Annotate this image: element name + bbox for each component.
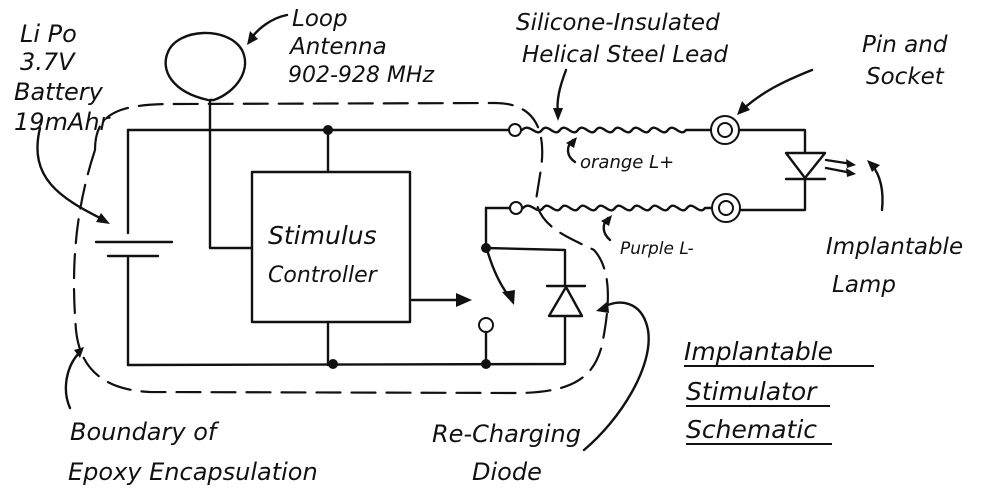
svg-text:Li Po: Li Po — [20, 20, 77, 48]
svg-text:Boundary of: Boundary of — [70, 418, 220, 446]
recharging-diode — [545, 284, 587, 318]
svg-text:Lamp: Lamp — [832, 272, 896, 298]
pointer-arrow-battery — [36, 126, 106, 222]
svg-text:Schematic: Schematic — [686, 415, 817, 444]
svg-text:Loop: Loop — [292, 6, 348, 32]
pin-socket-label: Pin and Socket — [862, 32, 948, 90]
svg-text:Implantable: Implantable — [826, 234, 963, 260]
lead-terminal — [508, 123, 522, 137]
svg-text:Diode: Diode — [472, 458, 542, 486]
svg-text:3.7V: 3.7V — [20, 48, 76, 76]
svg-text:Battery: Battery — [14, 78, 104, 106]
schematic-title: Implantable Stimulator Schematic — [684, 337, 874, 445]
svg-text:Controller: Controller — [268, 263, 379, 288]
switch-contact — [478, 317, 494, 333]
battery-symbol — [94, 240, 174, 258]
svg-text:Helical Steel Lead: Helical Steel Lead — [522, 42, 728, 68]
helical-lead-orange — [520, 126, 712, 134]
orange-lead-label: orange L+ — [580, 152, 674, 173]
junction-dot — [323, 125, 333, 135]
svg-text:Stimulator: Stimulator — [686, 377, 818, 406]
svg-text:Antenna: Antenna — [288, 34, 387, 60]
svg-text:Stimulus: Stimulus — [268, 221, 377, 250]
svg-text:Silicone-Insulated: Silicone-Insulated — [516, 10, 720, 36]
purple-lead-label: Purple L- — [620, 239, 694, 259]
svg-text:Re-Charging: Re-Charging — [432, 420, 581, 448]
stimulus-controller-box — [250, 170, 412, 324]
lamp-label: Implantable Lamp — [826, 234, 963, 298]
lamp-led — [784, 151, 856, 181]
antenna-label: Loop Antenna 902-928 MHz — [288, 6, 434, 88]
pointer-arrow-epoxy — [64, 350, 82, 410]
pointer-arrow-diode — [582, 301, 650, 452]
lead-terminal — [509, 201, 523, 215]
svg-text:19mAhr: 19mAhr — [14, 108, 112, 136]
pointer-arrow-antenna — [248, 13, 289, 42]
helical-lead-purple — [521, 204, 714, 212]
svg-text:902-928 MHz: 902-928 MHz — [288, 63, 434, 88]
svg-text:Socket: Socket — [866, 64, 945, 90]
pointer-arrow-pin — [740, 68, 814, 112]
svg-text:Epoxy Encapsulation: Epoxy Encapsulation — [68, 458, 318, 486]
controller-label: Stimulus Controller — [268, 221, 379, 288]
loop-antenna — [164, 31, 254, 250]
epoxy-label: Boundary of Epoxy Encapsulation — [68, 418, 318, 486]
pointer-arrow-lamp — [870, 163, 884, 212]
diode-label: Re-Charging Diode — [432, 420, 581, 486]
pin-socket-bottom — [711, 193, 741, 223]
junction-dot — [328, 359, 338, 369]
bottom-rail — [126, 316, 567, 367]
switch-wire — [484, 206, 514, 302]
svg-text:Implantable: Implantable — [684, 337, 833, 366]
pin-socket-top — [710, 115, 740, 145]
lead-label: Silicone-Insulated Helical Steel Lead — [516, 10, 728, 68]
battery-label: Li Po 3.7V Battery 19mAhr — [14, 20, 112, 136]
svg-text:Pin and: Pin and — [862, 32, 948, 58]
